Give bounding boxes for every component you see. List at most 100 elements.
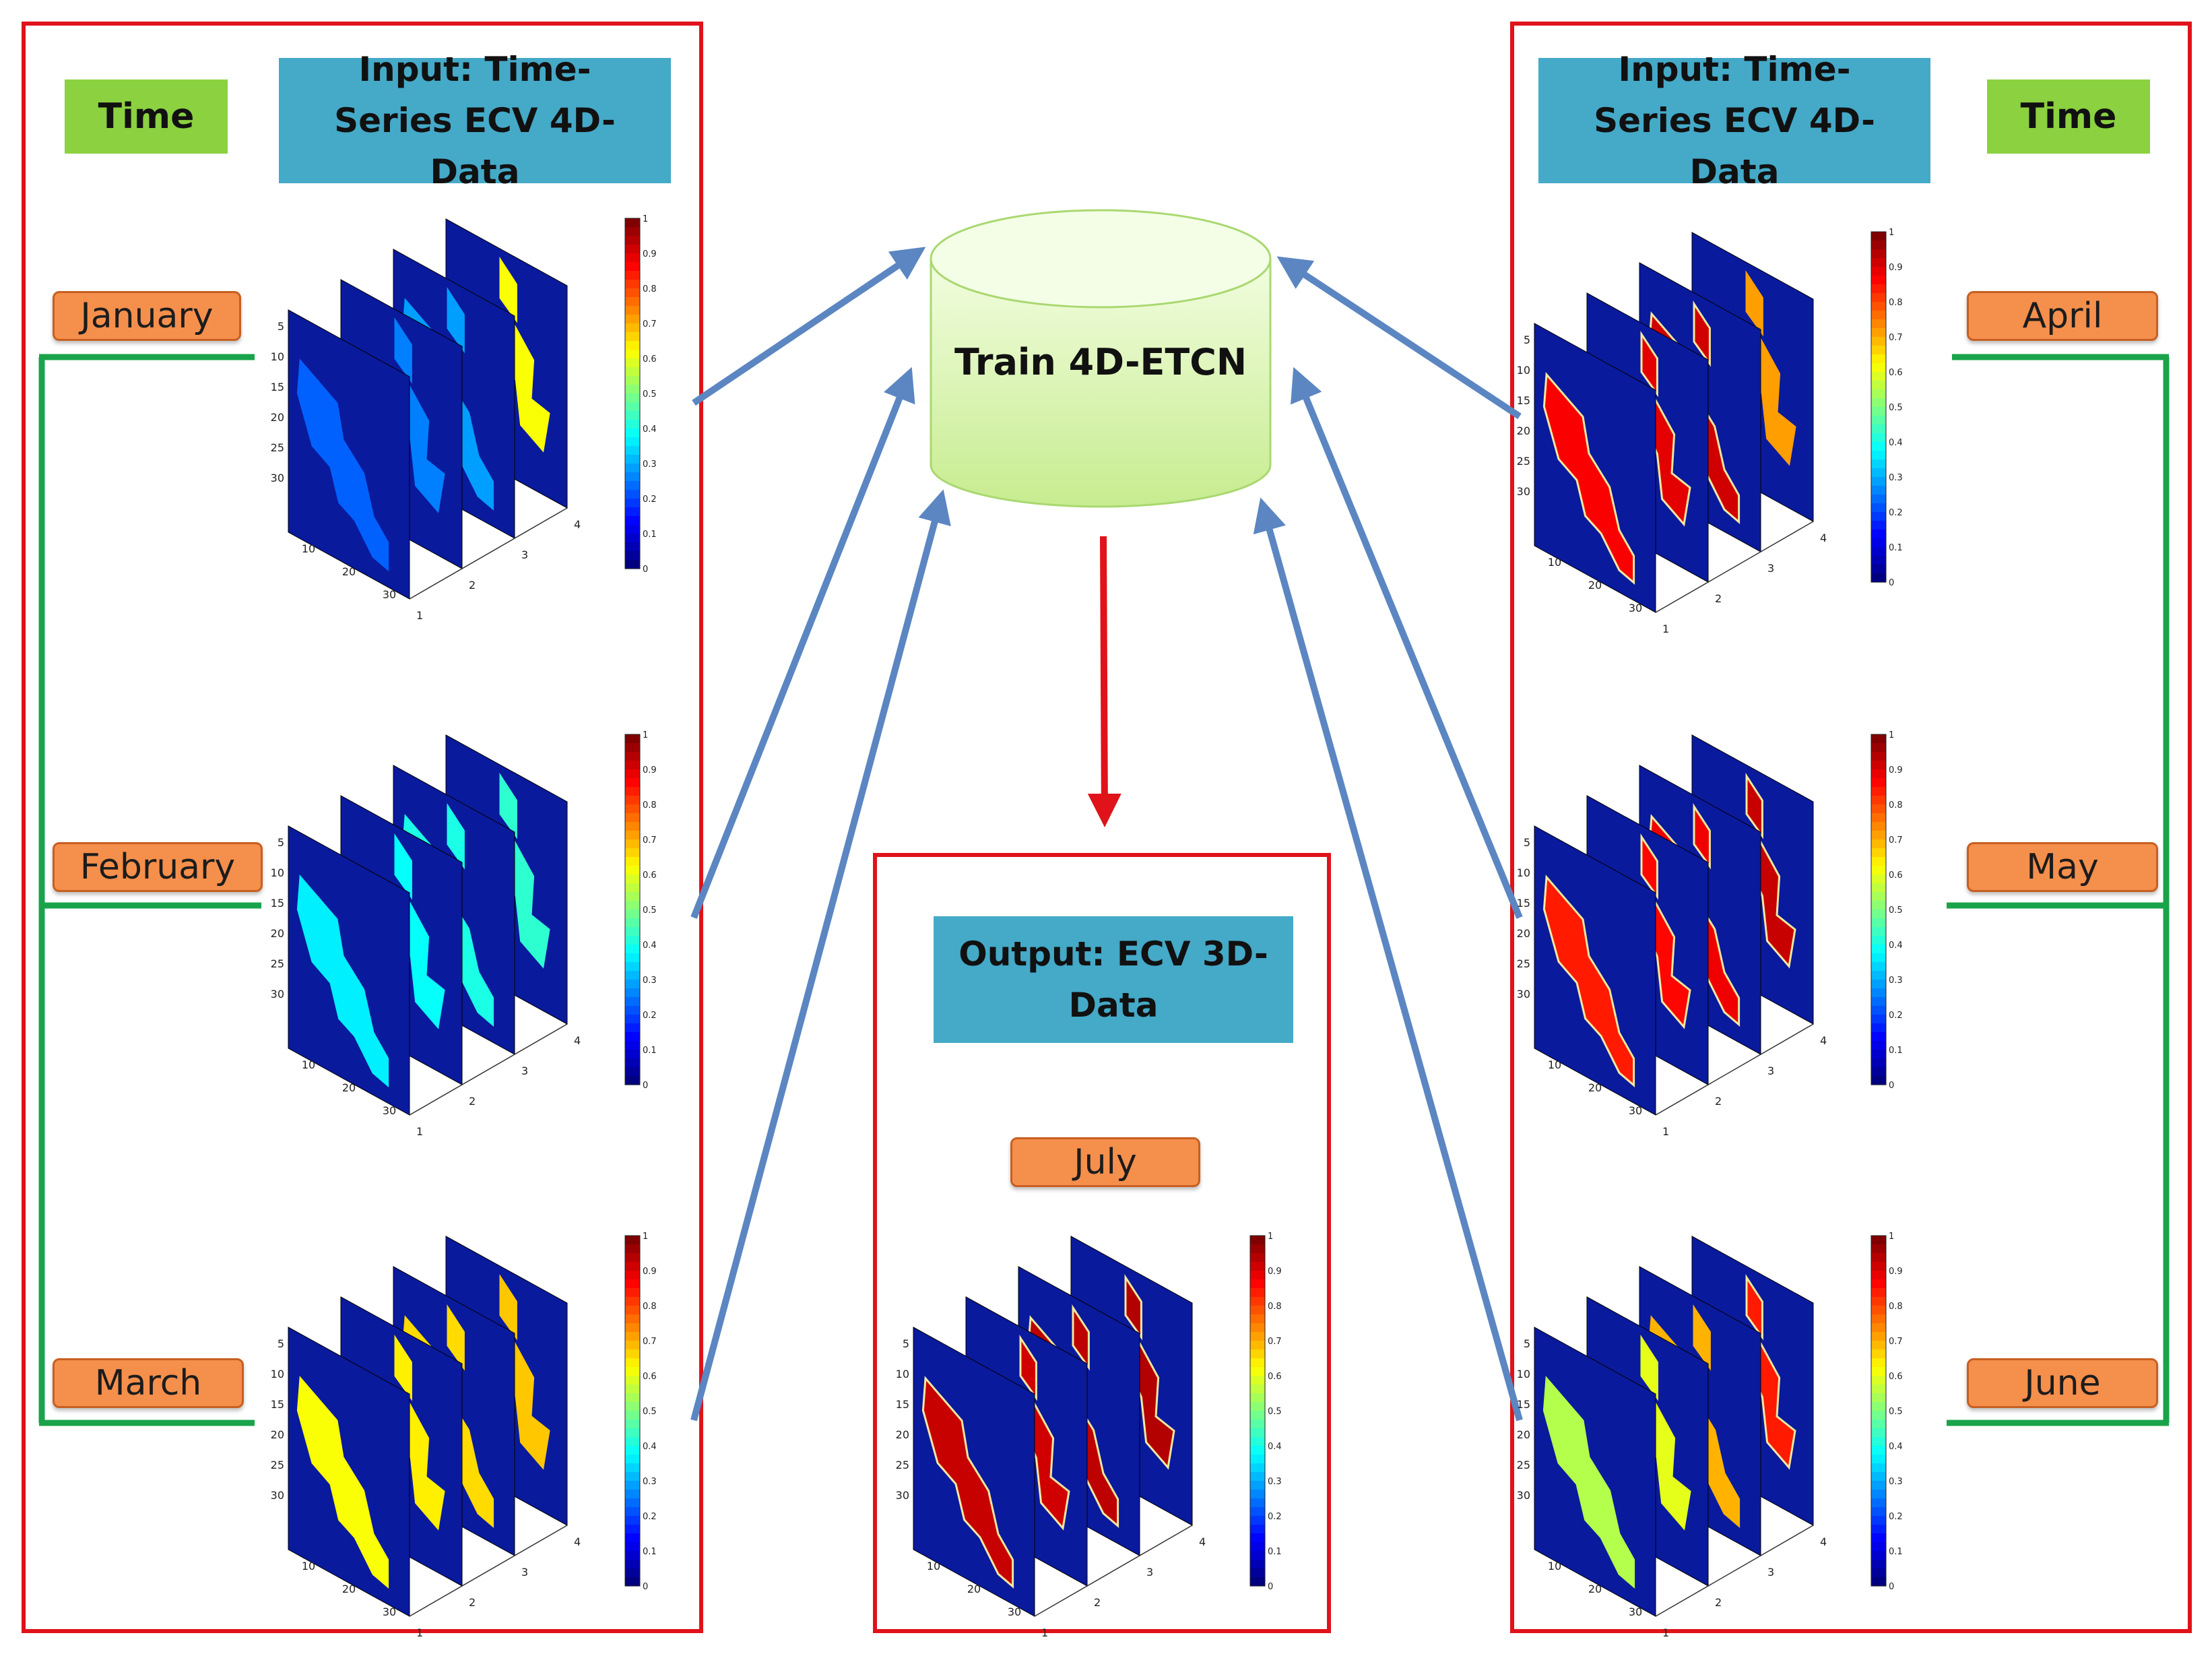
colorbar-cell	[625, 1253, 640, 1263]
colorbar-cell	[1871, 1279, 1886, 1289]
colorbar-tick-label: 0	[643, 1582, 648, 1592]
colorbar-cell	[1871, 1551, 1886, 1560]
colorbar-tick-label: 0.8	[643, 1302, 657, 1312]
colorbar-tick-label: 1	[643, 214, 648, 224]
right-input-frame	[1510, 22, 2192, 1633]
colorbar-cell	[1871, 813, 1886, 823]
colorbar-cell	[625, 1507, 640, 1517]
colorbar-cell	[1871, 1271, 1886, 1280]
colorbar-cell	[625, 446, 640, 455]
colorbar-cell	[625, 1323, 640, 1333]
colorbar-tick-label: 0	[1889, 578, 1894, 588]
colorbar-cell	[625, 551, 640, 561]
colorbar-cell	[625, 1244, 640, 1254]
colorbar-cell	[1871, 538, 1886, 548]
colorbar-tick-label: 0.9	[643, 765, 657, 775]
colorbar-frame	[624, 218, 641, 569]
colorbar-cell	[1250, 1446, 1265, 1455]
slice-region	[1745, 269, 1763, 337]
colorbar-cell	[625, 1446, 640, 1455]
y-tick-label: 20	[896, 1428, 909, 1441]
x-tick-label: 10	[1548, 1058, 1561, 1071]
colorbar-cell	[1871, 459, 1886, 469]
slice-region	[1542, 372, 1635, 585]
floor-axis	[1655, 521, 1814, 613]
colorbar-cell	[625, 1385, 640, 1394]
output-arrow	[1087, 536, 1121, 827]
colorbar-cell	[1871, 1411, 1886, 1420]
colorbar-cell	[625, 778, 640, 788]
input-header-left: Input: Time-Series ECV 4D-Data	[279, 50, 671, 191]
colorbar-cell	[1250, 1577, 1265, 1587]
x-tick-label: 30	[383, 588, 396, 601]
timeline-left	[38, 354, 261, 1426]
colorbar-cell	[625, 1411, 640, 1420]
colorbar-cell	[1871, 1402, 1886, 1411]
colorbar-cell	[1871, 1420, 1886, 1429]
colorbar-cell	[625, 761, 640, 770]
colorbar-cell	[1250, 1349, 1265, 1359]
colorbar-cell	[625, 1279, 640, 1289]
colorbar-cell	[625, 1402, 640, 1411]
colorbar-cell	[625, 883, 640, 893]
colorbar-tick-label: 0.8	[643, 800, 657, 810]
colorbar-cell	[625, 1551, 640, 1560]
colorbar-tick-label: 0.7	[643, 319, 657, 329]
colorbar-cell	[1871, 1490, 1886, 1499]
colorbar-tick-label: 0.7	[1889, 835, 1903, 846]
colorbar-cell	[1871, 389, 1886, 399]
colorbar-cell	[625, 516, 640, 526]
slice-region	[1745, 772, 1763, 839]
x-tick-label: 20	[1588, 1583, 1602, 1595]
colorbar-cell	[625, 358, 640, 368]
colorbar-cell	[1250, 1463, 1265, 1473]
colorbar-cell	[1250, 1411, 1265, 1420]
colorbar-cell	[625, 769, 640, 779]
x-tick-label: 20	[342, 1081, 356, 1094]
y-tick-label: 15	[1517, 897, 1530, 910]
colorbar-cell	[1250, 1420, 1265, 1429]
colorbar-tick-label: 0.3	[643, 1477, 657, 1487]
y-tick-label: 30	[896, 1489, 909, 1502]
colorbar-cell	[1871, 874, 1886, 884]
colorbar-tick-label: 0.6	[1268, 1372, 1282, 1382]
slice-region	[921, 1376, 1014, 1589]
colorbar-cell	[1871, 1385, 1886, 1394]
slice-region	[1640, 833, 1658, 900]
y-tick-label: 30	[1517, 988, 1530, 1000]
slice-region	[447, 1304, 465, 1371]
z-tick-label: 1	[1041, 1626, 1048, 1639]
colorbar-cell	[625, 1525, 640, 1534]
colorbar-cell	[625, 980, 640, 989]
floor-axis	[409, 1525, 568, 1617]
colorbar-cell	[625, 1050, 640, 1059]
colorbar-cell	[1871, 1332, 1886, 1341]
colorbar-cell	[625, 796, 640, 805]
colorbar-cell	[625, 787, 640, 796]
colorbar-cell	[625, 542, 640, 552]
colorbar-tick-label: 0.1	[1889, 543, 1903, 553]
colorbar-tick-label: 1	[1889, 228, 1894, 238]
y-tick-label: 30	[271, 988, 284, 1000]
colorbar-tick-label: 0.1	[1889, 1547, 1903, 1557]
colorbar-tick-label: 0.4	[1889, 941, 1903, 951]
y-tick-label: 10	[1517, 364, 1530, 377]
colorbar-cell	[1871, 1472, 1886, 1482]
colorbar-cell	[625, 953, 640, 963]
colorbar-cell	[1250, 1428, 1265, 1438]
colorbar-cell	[1871, 1533, 1886, 1543]
colorbar-cell	[1871, 734, 1886, 744]
colorbar-cell	[1871, 1067, 1886, 1077]
colorbar-cell	[625, 971, 640, 980]
input-arrows	[690, 247, 1523, 1422]
z-tick-label: 2	[469, 1095, 476, 1108]
x-tick-label: 10	[1548, 556, 1561, 569]
colorbar-cell	[625, 420, 640, 429]
colorbar-cell	[625, 1006, 640, 1015]
slice-plot-july: 51015202530102030123400.10.20.30.40.50.6…	[896, 1232, 1282, 1639]
colorbar-tick-label: 0	[643, 1081, 648, 1091]
colorbar-cell	[1250, 1402, 1265, 1411]
y-tick-label: 10	[896, 1368, 909, 1380]
colorbar-cell	[625, 734, 640, 744]
colorbar-tick-label: 0	[1889, 1582, 1894, 1592]
